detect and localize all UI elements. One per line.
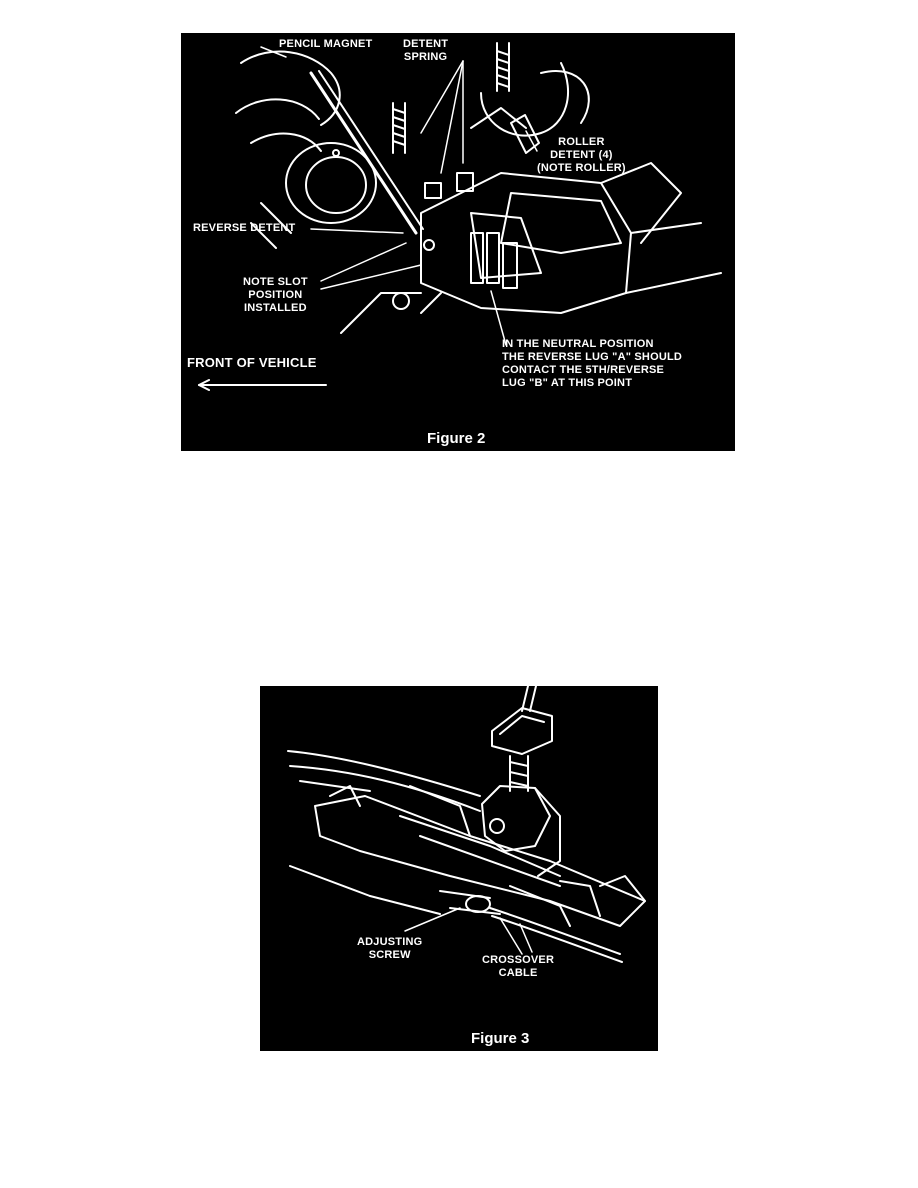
label-pencil-magnet: PENCIL MAGNET <box>279 38 373 50</box>
label-neutral-position-note: IN THE NEUTRAL POSITION THE REVERSE LUG … <box>502 338 683 389</box>
label-front-of-vehicle: FRONT OF VEHICLE <box>187 355 317 370</box>
figure-3-caption: Figure 3 <box>471 1030 530 1047</box>
label-roller-detent: ROLLER DETENT (4) (NOTE ROLLER) <box>537 136 626 174</box>
label-note-slot: NOTE SLOT POSITION INSTALLED <box>243 276 308 314</box>
figure-2-caption: Figure 2 <box>427 430 486 447</box>
figure-3-illustration <box>287 686 646 963</box>
figure-3: ADJUSTING SCREW CROSSOVER CABLE Figure 3 <box>260 686 658 1051</box>
figure-2-illustration <box>198 42 722 391</box>
label-crossover-cable: CROSSOVER CABLE <box>482 954 555 979</box>
label-adjusting-screw: ADJUSTING SCREW <box>357 936 423 961</box>
figure-2: PENCIL MAGNET DETENT SPRING ROLLER DETEN… <box>181 33 735 451</box>
label-detent-spring: DETENT SPRING <box>403 38 449 63</box>
label-reverse-detent: REVERSE DETENT <box>193 222 296 234</box>
